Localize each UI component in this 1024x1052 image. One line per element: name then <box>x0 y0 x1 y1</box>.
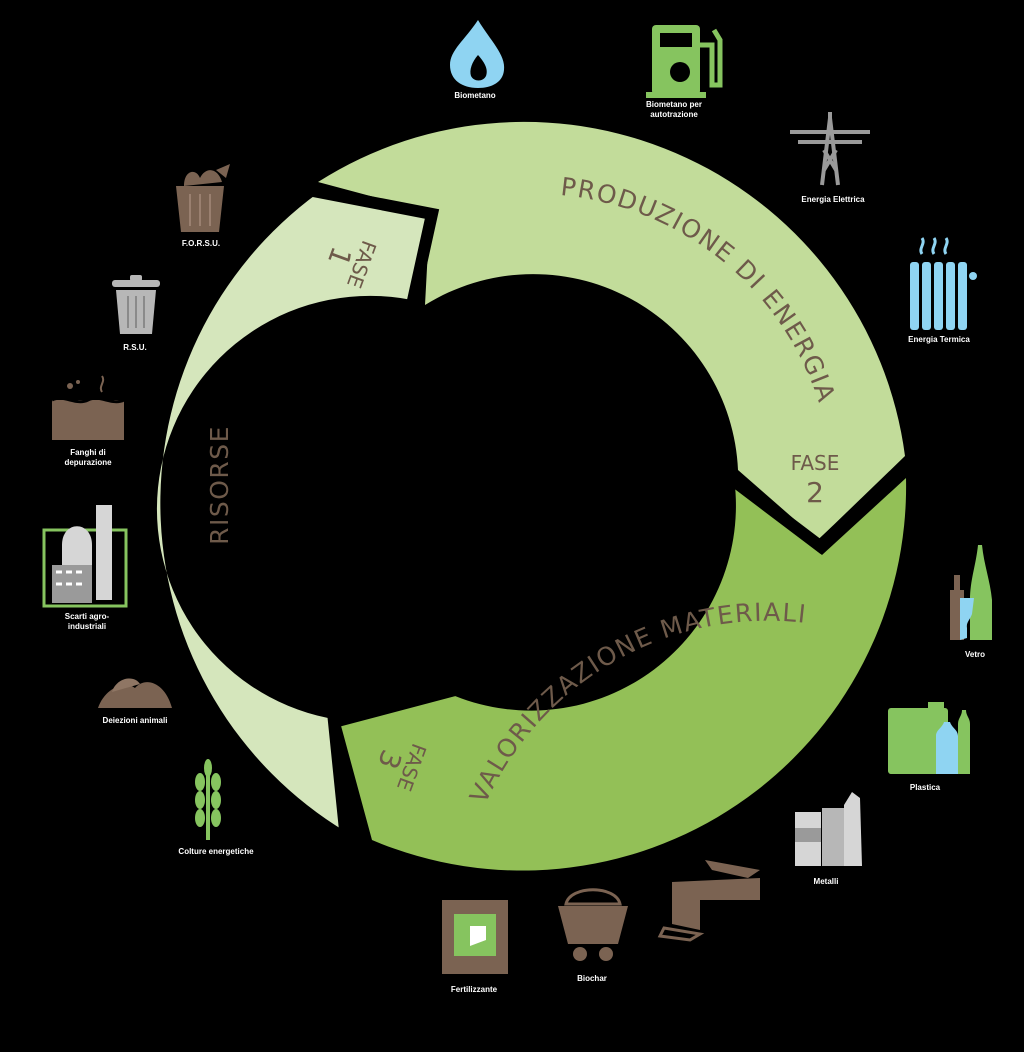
caption-scarti-agro-industriali: Scarti agro-industriali <box>64 612 110 631</box>
phase-title-risorse: RISORSE <box>205 425 234 545</box>
caption-colture-energetiche: Colture energetiche <box>178 847 254 856</box>
caption-biometano: Biometano <box>454 91 496 100</box>
caption-fertilizzante: Fertilizzante <box>450 985 498 994</box>
power-pylon-icon <box>790 112 870 186</box>
agro-industrial-plant-icon <box>42 505 128 608</box>
separator-valorizzazione-risorse <box>327 684 457 841</box>
caption-energia-elettrica: Energia Elettrica <box>801 195 865 204</box>
fuel-pump-icon <box>646 25 723 98</box>
caption-vetro: Vetro <box>964 650 985 659</box>
crate-icon <box>657 860 760 942</box>
fertilizer-bag-icon <box>442 900 508 974</box>
caption-energia-termica: Energia Termica <box>908 335 970 344</box>
sludge-icon <box>51 375 125 440</box>
plastic-containers-icon <box>888 702 970 774</box>
manure-pile-icon <box>98 678 172 708</box>
caption-deiezioni-animali: Deiezioni animali <box>102 716 168 725</box>
radiator-icon <box>910 237 977 330</box>
svg-text:2: 2 <box>806 476 824 509</box>
segment-valorizzazione <box>340 478 907 871</box>
flame-icon <box>450 20 505 88</box>
center-hole <box>320 283 730 693</box>
caption-fanghi-depurazione: Fanghi di depurazione <box>64 448 112 467</box>
segment-produzione <box>318 121 905 540</box>
organic-waste-bin-icon <box>176 164 230 232</box>
trash-bin-icon <box>112 275 160 334</box>
wheat-icon <box>195 759 221 840</box>
mine-cart-icon <box>558 888 628 961</box>
segment-risorse <box>156 193 430 832</box>
metal-cans-icon <box>795 792 862 866</box>
caption-biometano-autotrazione: Biometano per autotrazione <box>645 100 702 119</box>
caption-biochar: Biochar <box>577 974 607 983</box>
fase-2-label: FASE 2 <box>791 451 840 509</box>
separator-produzione-valorizzazione <box>726 461 911 554</box>
caption-plastica: Plastica <box>909 783 941 792</box>
caption-metalli: Metalli <box>813 877 839 886</box>
caption-rsu: R.S.U. <box>123 343 147 352</box>
separator-risorse-produzione <box>306 184 440 307</box>
bottles-icon <box>950 545 992 640</box>
caption-forsu: F.O.R.S.U. <box>181 239 221 248</box>
svg-text:FASE: FASE <box>791 451 840 475</box>
